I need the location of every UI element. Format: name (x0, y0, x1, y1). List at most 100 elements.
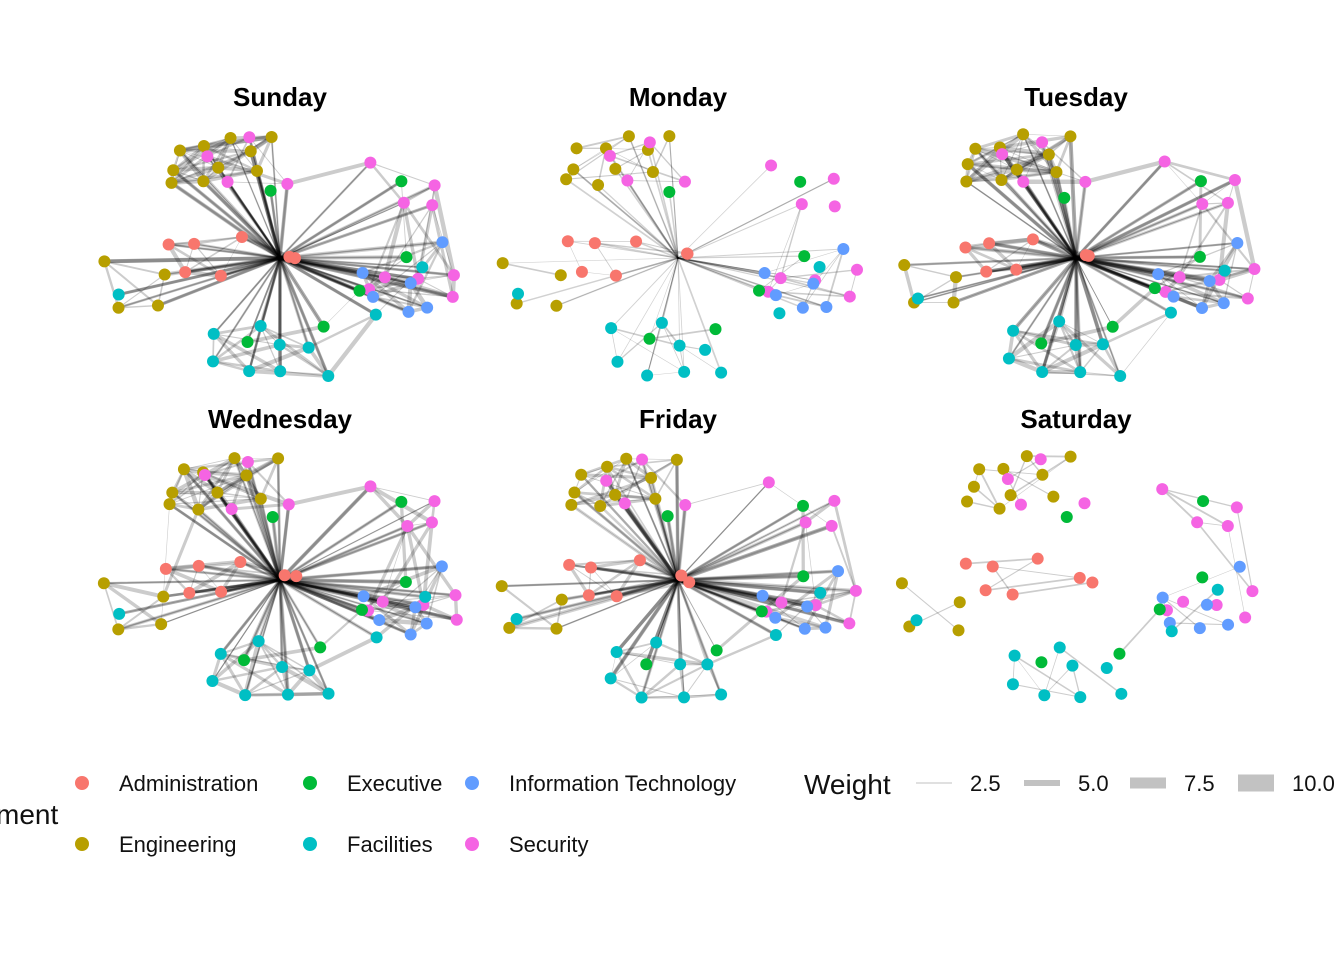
edge (1054, 170, 1078, 260)
node-facilities (369, 308, 382, 321)
node-engineering (1036, 468, 1049, 481)
edge (170, 144, 206, 185)
edge (167, 243, 282, 260)
edge (1001, 141, 1043, 155)
edge (278, 256, 378, 317)
edge (567, 240, 679, 259)
edge (279, 257, 424, 269)
edge (201, 179, 282, 260)
node-security (1078, 497, 1091, 510)
edge (644, 578, 680, 667)
edge (1074, 178, 1237, 260)
edge (1011, 581, 1094, 596)
edge (377, 617, 429, 626)
edge (279, 579, 363, 611)
edge (257, 640, 311, 672)
edge (1073, 255, 1212, 284)
node-engineering (967, 480, 980, 493)
edge (278, 256, 326, 329)
edge (230, 507, 282, 582)
node-engineering (567, 163, 580, 176)
edge (167, 236, 243, 246)
edge (117, 256, 282, 310)
edge (556, 579, 679, 630)
edge (965, 162, 1078, 260)
edge (278, 502, 291, 582)
edge (579, 473, 653, 480)
edge (116, 578, 282, 632)
edge (580, 473, 680, 582)
edge (814, 603, 851, 625)
edge (259, 497, 281, 581)
edge (219, 256, 282, 278)
node-security (1246, 585, 1259, 598)
node-facilities (635, 691, 648, 704)
edge (677, 521, 807, 581)
edge (206, 136, 251, 158)
node-facilities (1074, 366, 1087, 379)
edge (279, 579, 370, 612)
edge (623, 502, 680, 582)
edge (171, 491, 281, 581)
node-administration (983, 237, 996, 250)
edge (676, 504, 805, 582)
edge (677, 481, 770, 581)
edge (245, 324, 326, 344)
node-administration (1073, 571, 1086, 584)
edge (624, 458, 643, 505)
edge (773, 616, 827, 630)
node-executive (710, 644, 723, 657)
edge (1001, 153, 1086, 183)
edge (1032, 238, 1077, 259)
node-security (446, 290, 459, 303)
node-security (1017, 175, 1030, 188)
edge (102, 255, 283, 264)
edge (198, 561, 241, 567)
edge (1025, 455, 1072, 458)
edge (193, 243, 222, 277)
edge (219, 652, 284, 669)
edge (779, 203, 803, 279)
edge (984, 577, 1081, 592)
edge (967, 163, 1002, 181)
legend-label: Executive (347, 771, 442, 796)
edge (216, 165, 259, 173)
edge (1075, 257, 1225, 304)
edge (278, 180, 403, 260)
edge (278, 578, 425, 606)
node-security (618, 497, 631, 510)
edge (276, 457, 282, 582)
edge (625, 458, 679, 581)
edge (676, 578, 818, 608)
edge (220, 653, 311, 672)
edge (682, 693, 723, 699)
edge (382, 594, 457, 603)
edge (984, 256, 1078, 274)
node-engineering (1047, 490, 1060, 503)
edge (326, 312, 378, 379)
edge (676, 578, 822, 595)
node-engineering (554, 269, 567, 282)
edge (278, 256, 330, 377)
node-security (1036, 136, 1049, 149)
edge (201, 135, 274, 184)
node-engineering (960, 175, 973, 188)
edge (568, 564, 618, 597)
edge (244, 669, 311, 696)
edge (307, 313, 378, 349)
edge (587, 578, 680, 597)
edge (780, 521, 807, 604)
node-facilities (207, 355, 220, 368)
edge (617, 257, 679, 363)
edge (248, 136, 281, 259)
edge (675, 458, 680, 582)
edge (167, 243, 281, 259)
node-engineering (953, 596, 966, 609)
node-security (762, 476, 775, 489)
node-engineering (1050, 166, 1063, 179)
edge (803, 569, 840, 631)
node-security (1221, 196, 1234, 209)
edge (212, 257, 281, 335)
edge (279, 182, 289, 259)
edge (168, 502, 282, 582)
